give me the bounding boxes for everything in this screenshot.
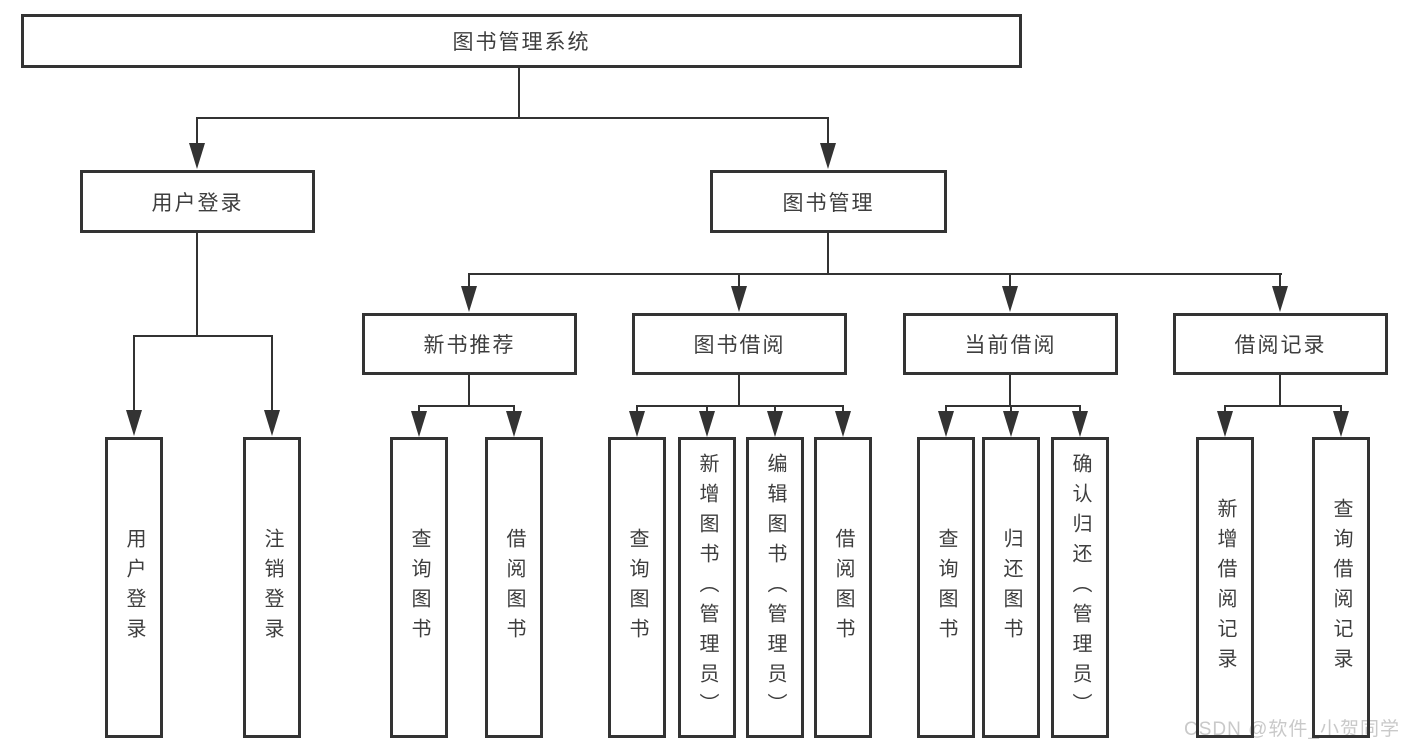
- node-leaf-return-book: 归还图书: [982, 437, 1040, 738]
- arrowhead-icon: [264, 410, 280, 436]
- arrowhead-icon: [820, 143, 836, 169]
- connector-stem-book-mgmt: [827, 118, 829, 144]
- arrowhead-icon: [629, 411, 645, 437]
- connector-borrow-rail: [636, 405, 844, 407]
- connector-user-login-rail: [133, 335, 273, 337]
- node-leaf-borrow-book-borrow: 借阅图书: [814, 437, 872, 738]
- connector-stem-book-borrow: [738, 275, 740, 287]
- node-leaf-query-book-borrow: 查询图书: [608, 437, 666, 738]
- connector-stem-leaf-logout: [271, 336, 273, 411]
- arrowhead-icon: [126, 410, 142, 436]
- watermark: CSDN @软件_小贺同学: [1184, 719, 1400, 740]
- node-leaf-logout: 注销登录: [243, 437, 301, 738]
- node-leaf-borrow-book-rec: 借阅图书: [485, 437, 543, 738]
- connector-stem-leaf: [1224, 406, 1226, 412]
- node-leaf-query-book-rec: 查询图书: [390, 437, 448, 738]
- node-user-login: 用户登录: [80, 170, 315, 233]
- arrowhead-icon: [767, 411, 783, 437]
- node-root: 图书管理系统: [21, 14, 1022, 68]
- connector-stem-leaf-user-login: [133, 336, 135, 411]
- arrowhead-icon: [1003, 411, 1019, 437]
- connector-stem-leaf: [418, 406, 420, 412]
- node-leaf-query-borrow-record: 查询借阅记录: [1312, 437, 1370, 738]
- connector-current-borrow-stem: [1009, 375, 1011, 407]
- connector-root-stem: [518, 68, 520, 118]
- connector-book-mgmt-stem: [827, 233, 829, 275]
- arrowhead-icon: [189, 143, 205, 169]
- connector-stem-leaf: [636, 406, 638, 412]
- connector-stem-leaf: [706, 406, 708, 412]
- connector-stem-leaf: [945, 406, 947, 412]
- node-leaf-add-book: 新增图书（管理员）: [678, 437, 736, 738]
- connector-borrow-records-stem: [1279, 375, 1281, 407]
- node-leaf-confirm-return: 确认归还（管理员）: [1051, 437, 1109, 738]
- connector-stem-leaf: [513, 406, 515, 412]
- arrowhead-icon: [506, 411, 522, 437]
- node-leaf-add-borrow-record: 新增借阅记录: [1196, 437, 1254, 738]
- connector-stem-user-login: [196, 118, 198, 144]
- connector-level3-rail: [468, 273, 1282, 275]
- connector-stem-leaf: [1340, 406, 1342, 412]
- connector-current-rail: [945, 405, 1081, 407]
- node-leaf-user-login: 用户登录: [105, 437, 163, 738]
- connector-user-login-stem: [196, 233, 198, 337]
- connector-book-borrow-stem: [738, 375, 740, 407]
- connector-stem-borrow-records: [1279, 275, 1281, 287]
- node-book-mgmt: 图书管理: [710, 170, 947, 233]
- connector-stem-new-book-rec: [468, 275, 470, 287]
- connector-stem-leaf: [1079, 406, 1081, 412]
- node-borrow-records: 借阅记录: [1173, 313, 1388, 375]
- arrowhead-icon: [1217, 411, 1233, 437]
- connector-stem-leaf: [842, 406, 844, 412]
- node-current-borrow: 当前借阅: [903, 313, 1118, 375]
- arrowhead-icon: [731, 286, 747, 312]
- node-leaf-edit-book: 编辑图书（管理员）: [746, 437, 804, 738]
- connector-new-book-rec-stem: [468, 375, 470, 407]
- connector-stem-leaf: [774, 406, 776, 412]
- node-new-book-rec: 新书推荐: [362, 313, 577, 375]
- arrowhead-icon: [411, 411, 427, 437]
- arrowhead-icon: [1002, 286, 1018, 312]
- arrowhead-icon: [835, 411, 851, 437]
- arrowhead-icon: [461, 286, 477, 312]
- connector-stem-current-borrow: [1009, 275, 1011, 287]
- arrowhead-icon: [1333, 411, 1349, 437]
- connector-rec-rail: [418, 405, 515, 407]
- arrowhead-icon: [1272, 286, 1288, 312]
- node-leaf-query-book-current: 查询图书: [917, 437, 975, 738]
- node-book-borrow: 图书借阅: [632, 313, 847, 375]
- arrowhead-icon: [699, 411, 715, 437]
- connector-level2-rail: [196, 117, 829, 119]
- connector-stem-leaf: [1010, 406, 1012, 412]
- connector-records-rail: [1224, 405, 1342, 407]
- arrowhead-icon: [938, 411, 954, 437]
- arrowhead-icon: [1072, 411, 1088, 437]
